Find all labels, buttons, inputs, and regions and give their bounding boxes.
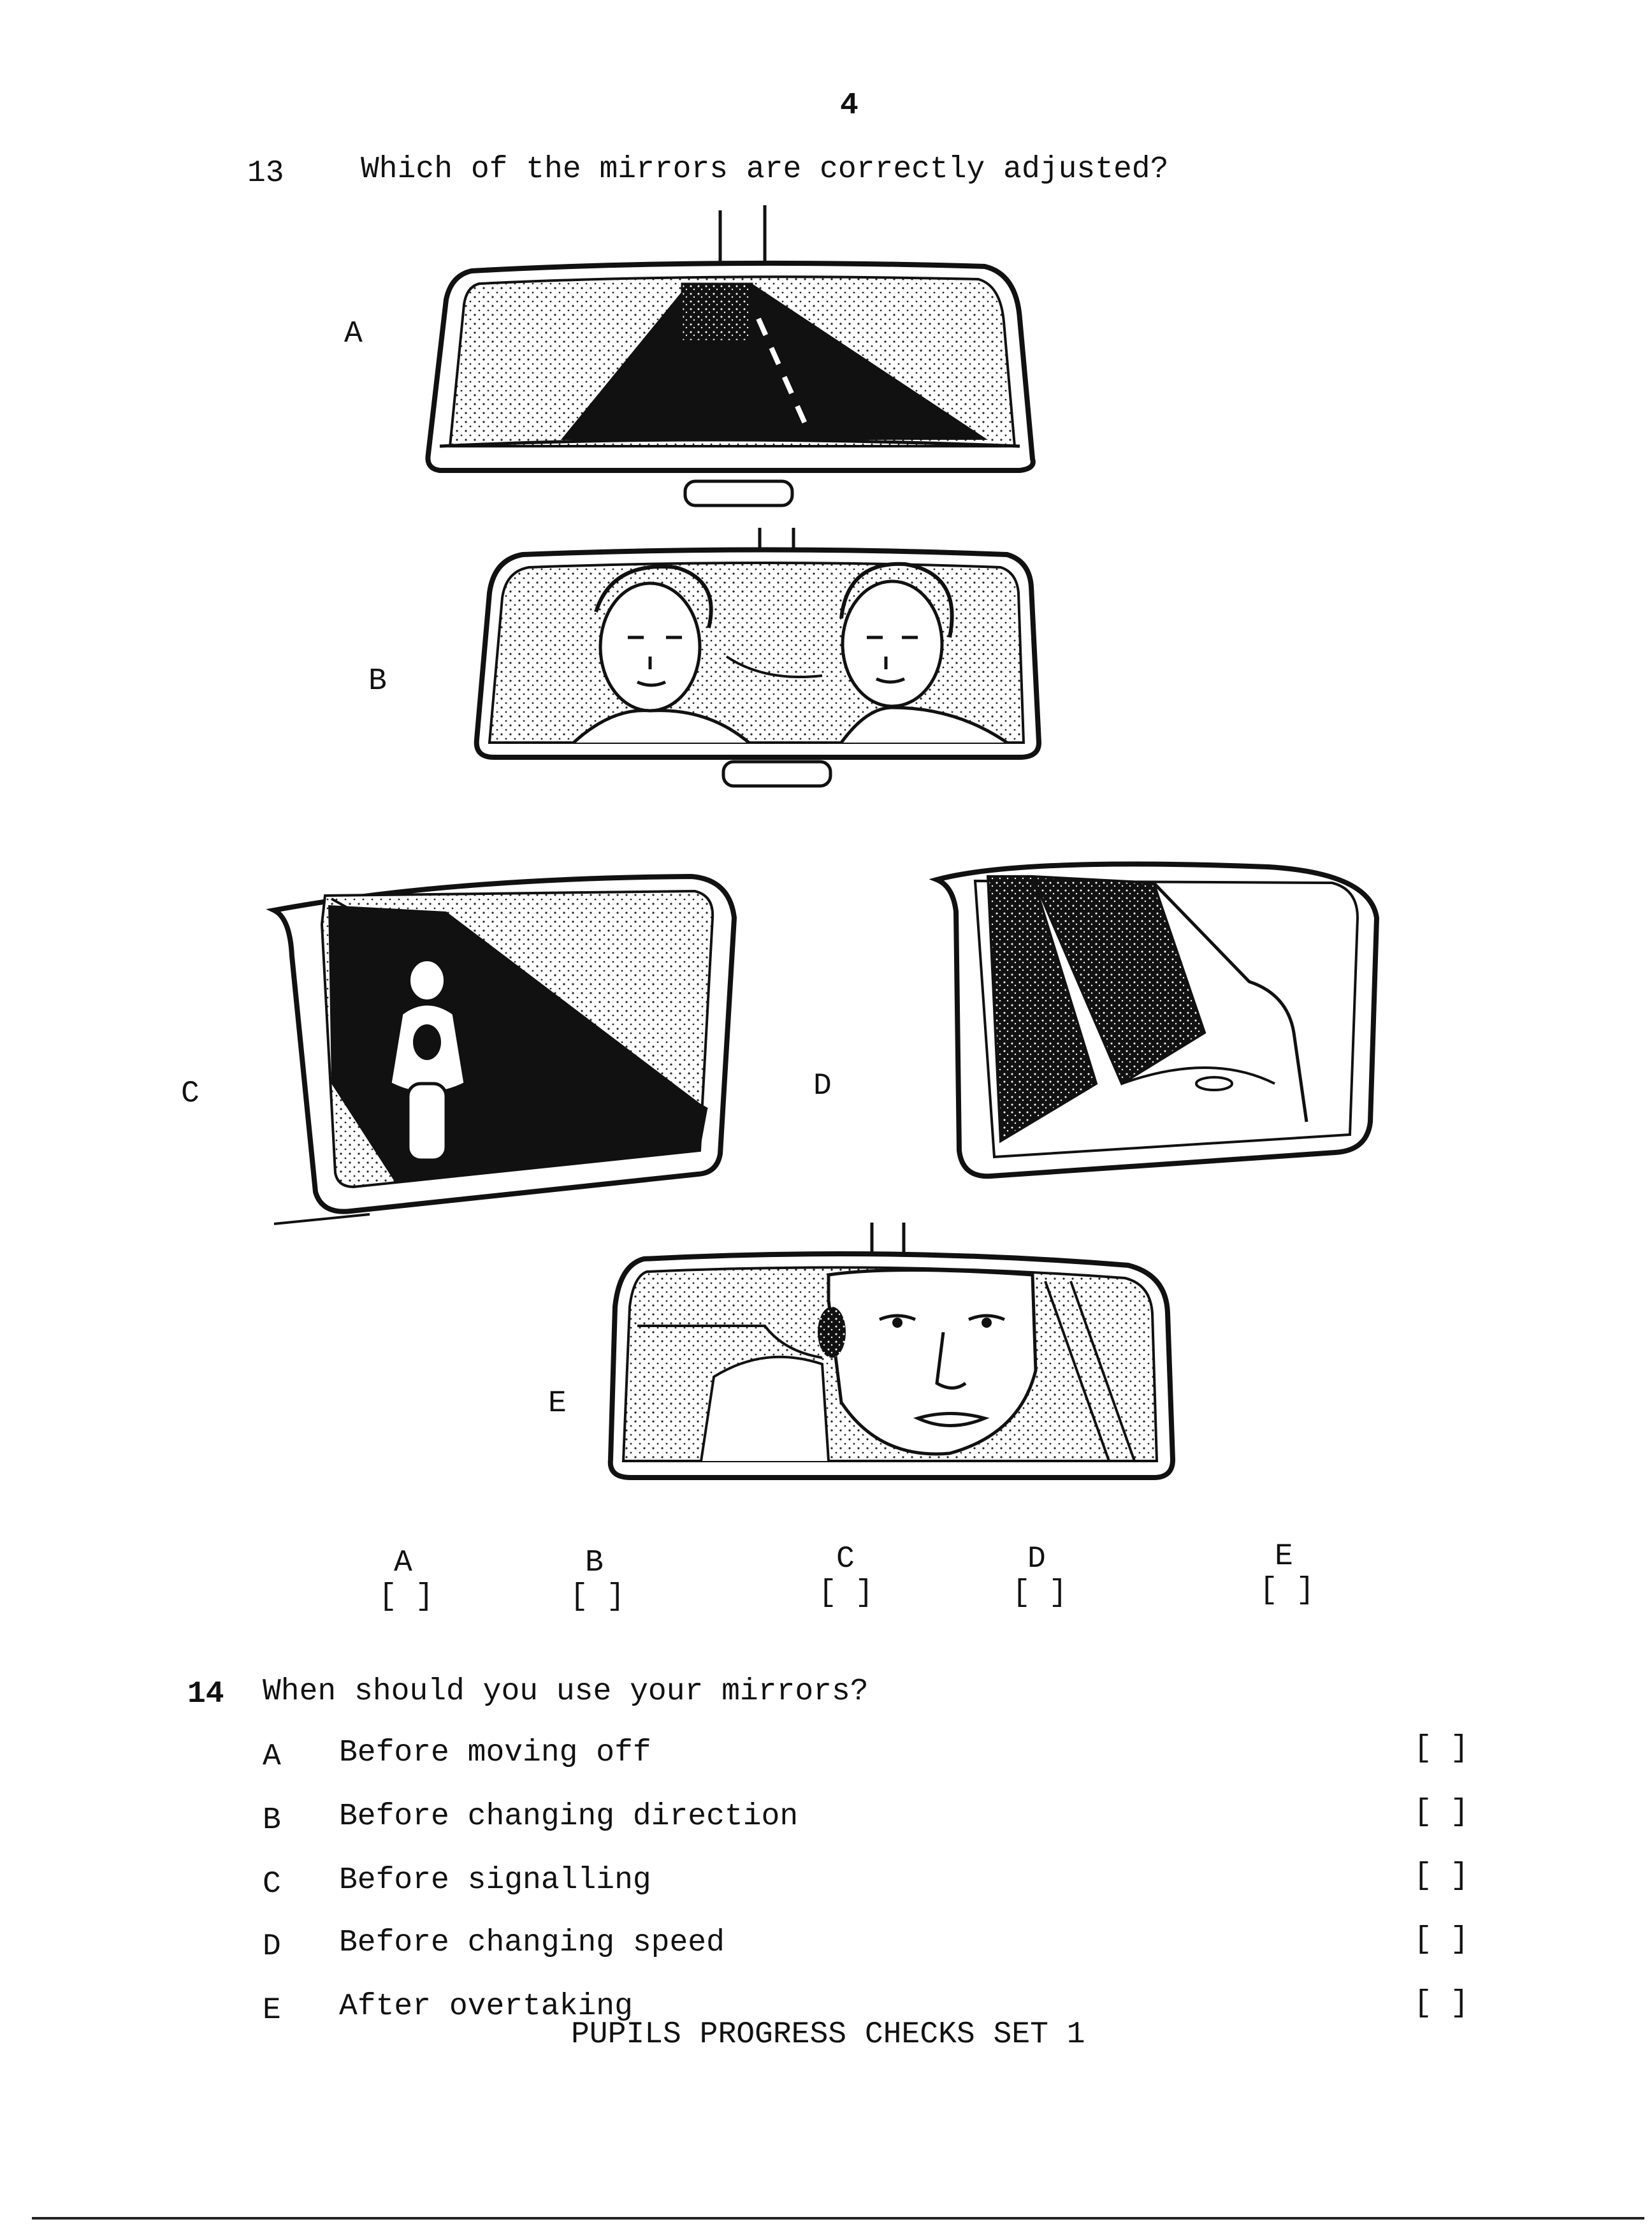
option-checkbox-d[interactable]: [ ] (1414, 1922, 1469, 1957)
option-text-e: After overtaking (339, 1989, 633, 2024)
answer-checkbox-a[interactable]: [ ] (379, 1580, 434, 1614)
answer-letter-c: C (836, 1542, 855, 1576)
option-text-c: Before signalling (339, 1863, 651, 1898)
question-13-number: 13 (247, 156, 284, 191)
option-letter-e: E (263, 1993, 281, 2028)
question-14-number: 14 (187, 1677, 224, 1711)
answer-letter-b: B (585, 1546, 604, 1580)
answer-checkbox-e[interactable]: [ ] (1259, 1573, 1315, 1608)
bottom-rule (32, 2217, 1644, 2220)
answer-checkbox-d[interactable]: [ ] (1012, 1576, 1068, 1610)
answer-letter-a: A (394, 1546, 412, 1580)
option-letter-d: D (263, 1929, 281, 1964)
mirror-a-illustration (425, 205, 1036, 507)
answer-letter-e: E (1275, 1539, 1293, 1574)
option-text-d: Before changing speed (339, 1926, 725, 1960)
option-letter-a: A (263, 1740, 281, 1774)
figure-label-a: A (344, 317, 363, 351)
mirror-d-illustration (929, 861, 1380, 1179)
mirror-c-illustration (266, 873, 737, 1225)
question-13-text: Which of the mirrors are correctly adjus… (361, 152, 1169, 187)
option-checkbox-c[interactable]: [ ] (1414, 1859, 1469, 1893)
option-checkbox-b[interactable]: [ ] (1414, 1795, 1469, 1829)
figure-label-c: C (181, 1077, 199, 1111)
answer-checkbox-b[interactable]: [ ] (570, 1580, 625, 1614)
figure-label-b: B (368, 664, 387, 699)
page-number: 4 (840, 89, 859, 123)
option-text-b: Before changing direction (339, 1799, 799, 1834)
mirror-e-illustration (607, 1223, 1176, 1480)
question-14-text: When should you use your mirrors? (263, 1675, 869, 1709)
option-checkbox-e[interactable]: [ ] (1414, 1986, 1469, 2021)
option-letter-b: B (263, 1803, 281, 1838)
option-letter-c: C (263, 1867, 281, 1901)
option-checkbox-a[interactable]: [ ] (1414, 1731, 1469, 1766)
answer-checkbox-c[interactable]: [ ] (818, 1576, 874, 1610)
mirror-b-illustration (474, 528, 1042, 788)
figure-label-d: D (813, 1069, 832, 1103)
answer-letter-d: D (1027, 1542, 1046, 1576)
option-text-a: Before moving off (339, 1736, 651, 1770)
figure-label-e: E (548, 1386, 567, 1421)
footer-text: PUPILS PROGRESS CHECKS SET 1 (571, 2017, 1085, 2052)
